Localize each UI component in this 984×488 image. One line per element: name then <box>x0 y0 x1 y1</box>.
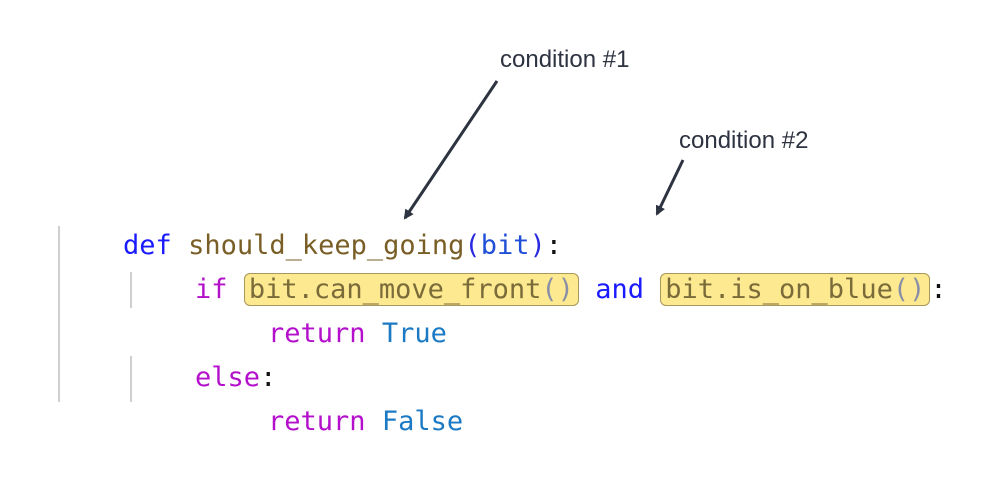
condition-1-code: bit.can_move_front <box>248 274 542 305</box>
arrow-condition-1 <box>403 80 499 220</box>
condition-1-parens: () <box>541 274 574 305</box>
keyword-return: return <box>268 406 366 437</box>
keyword-else: else <box>195 362 261 393</box>
highlight-condition-1: bit.can_move_front() <box>243 273 579 306</box>
highlight-condition-2: bit.is_on_blue() <box>660 273 931 306</box>
indent-guide-if <box>130 272 132 308</box>
colon: : <box>930 274 947 305</box>
condition-2-label: condition #2 <box>679 127 809 154</box>
condition-2-parens: () <box>892 274 926 305</box>
indent-guide-outer <box>58 226 60 402</box>
code-line-else: else: <box>130 312 276 393</box>
function-name: should_keep_going <box>188 230 465 261</box>
arrow-condition-2 <box>655 159 685 216</box>
param-bit: bit <box>480 230 530 261</box>
constant-false: False <box>381 406 464 437</box>
code-line-return-false: return False <box>203 356 463 437</box>
code-line-if: if bit.can_move_front() and bit.is_on_bl… <box>130 224 947 306</box>
code-line-def: def should_keep_going(bit): <box>58 180 562 261</box>
keyword-return: return <box>268 318 366 349</box>
open-paren: ( <box>464 230 481 261</box>
keyword-if: if <box>195 274 228 305</box>
condition-2-code: bit.is_on_blue <box>665 274 893 305</box>
colon: : <box>545 230 562 261</box>
colon: : <box>260 362 277 393</box>
keyword-and: and <box>595 274 644 305</box>
keyword-def: def <box>123 230 172 261</box>
close-paren: ) <box>529 230 546 261</box>
indent-guide-else <box>130 356 132 402</box>
condition-1-label: condition #1 <box>500 46 630 73</box>
code-line-return-true: return True <box>203 268 447 349</box>
annotation-arrows <box>403 80 685 220</box>
constant-true: True <box>381 318 447 349</box>
